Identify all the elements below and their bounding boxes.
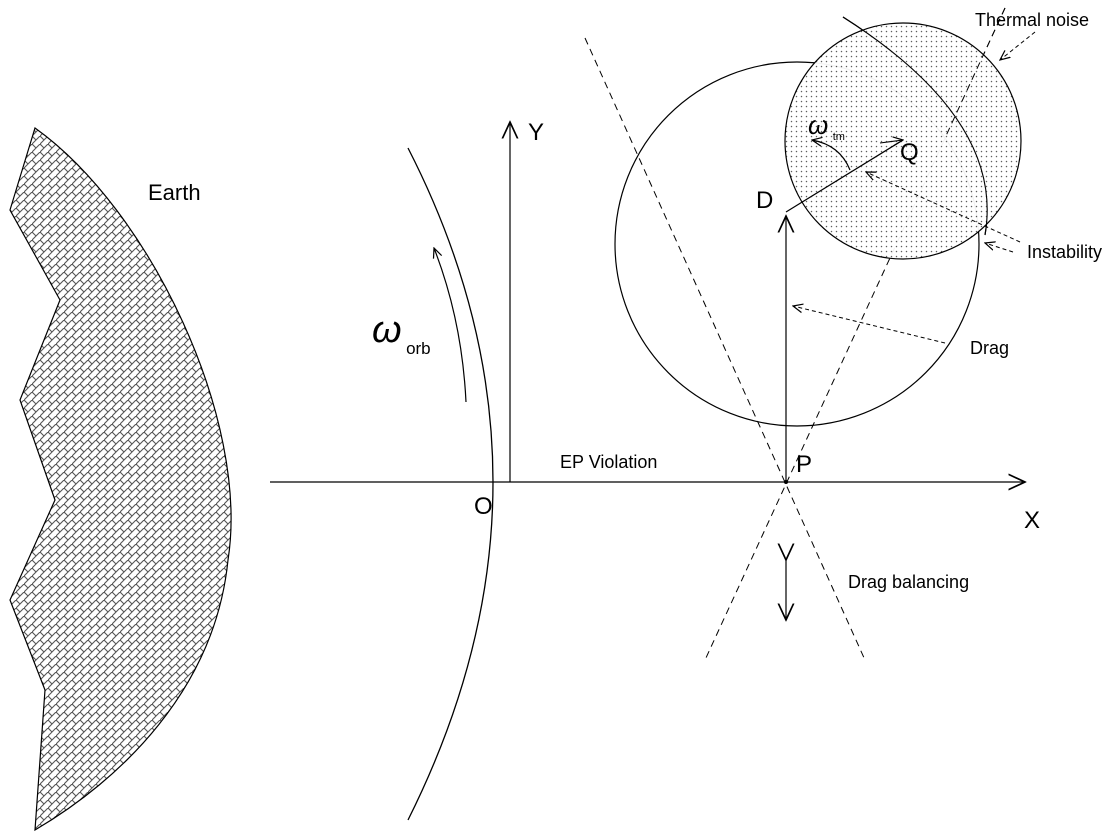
instability-pointer-main: [866, 172, 1021, 243]
omega-tm-subscript: tm: [833, 131, 845, 143]
omega-tm-symbol: ω: [808, 110, 828, 140]
large-circle: [614, 61, 980, 427]
omega-orb-symbol: ω: [372, 309, 402, 351]
q-radius-arrow: [879, 140, 903, 143]
origin-label: O: [474, 493, 493, 520]
instability-label: Instability: [1027, 242, 1102, 262]
drag-balancing-label: Drag balancing: [848, 572, 969, 592]
omega-orb-label: ω orb: [372, 309, 431, 358]
point-d-label: D: [756, 187, 773, 214]
point-p-dot: [784, 480, 788, 484]
cone-line-left: [584, 37, 866, 661]
d-to-q-line: [785, 139, 904, 213]
drag-label: Drag: [970, 338, 1009, 358]
instability-arc-overlay: [842, 16, 988, 236]
ep-violation-label: EP Violation: [560, 452, 657, 472]
orbit-arc: [407, 147, 494, 821]
omega-orb-subscript: orb: [406, 339, 431, 358]
point-p-label: P: [796, 451, 812, 478]
omega-orb-arrow: [434, 248, 467, 403]
omega-tm-arrow: [812, 140, 851, 171]
y-axis-label: Y: [528, 119, 544, 146]
instability-pointer-small: [985, 243, 1014, 253]
earth-shape: [9, 127, 232, 832]
x-axis-label: X: [1024, 507, 1040, 534]
thermal-noise-pointer: [1000, 31, 1036, 60]
omega-tm-label: ω tm: [808, 110, 845, 143]
drag-pointer: [793, 306, 946, 344]
thermal-noise-label: Thermal noise: [975, 10, 1089, 30]
point-q-label: Q: [900, 139, 919, 166]
earth-label: Earth: [148, 180, 201, 205]
